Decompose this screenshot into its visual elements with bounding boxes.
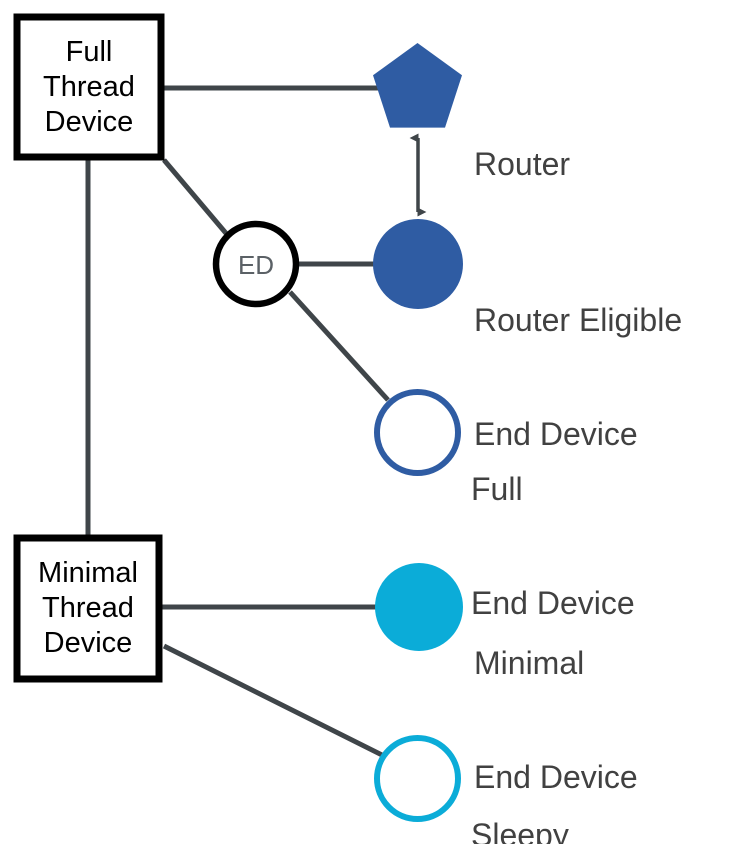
sleepy-end-device-label-line-1: Sleepy bbox=[471, 817, 569, 844]
router-eligible-end-device-circle-shape bbox=[373, 219, 463, 309]
connector-ed-to-fed bbox=[288, 290, 390, 402]
minimal-thread-device-box-shape bbox=[13, 534, 163, 683]
router-eligible-end-device-label-line-1: Router Eligible bbox=[474, 302, 683, 338]
connector-mtd-to-sed bbox=[162, 643, 390, 761]
router-label: Router bbox=[474, 69, 570, 259]
router-pentagon-shape bbox=[373, 43, 462, 128]
ed-circle-shape bbox=[212, 220, 300, 308]
full-end-device-label: Full End Device bbox=[471, 394, 635, 698]
full-end-device-label-line-2: End Device bbox=[471, 585, 635, 621]
full-thread-device-box-shape bbox=[13, 13, 165, 161]
full-end-device-label-line-1: Full bbox=[471, 471, 523, 507]
router-label-line-1: Router bbox=[474, 146, 571, 182]
minimal-end-device-label-line-2: End Device bbox=[474, 759, 638, 795]
ed-node-label: ED bbox=[237, 250, 275, 280]
router-eligible-end-device-label: Router Eligible End Device bbox=[474, 225, 682, 529]
minimal-end-device-label-line-1: Minimal bbox=[474, 645, 585, 681]
connector-ftd-to-ed bbox=[162, 158, 232, 240]
router-eligible-end-device-label-line-2: End Device bbox=[474, 416, 638, 452]
sleepy-end-device-circle-shape bbox=[374, 735, 461, 822]
minimal-end-device-label: Minimal End Device bbox=[474, 568, 638, 844]
sleepy-end-device-label: Sleepy End Device bbox=[471, 740, 635, 844]
full-end-device-circle-shape bbox=[374, 389, 461, 476]
minimal-end-device-circle-shape bbox=[375, 563, 463, 651]
